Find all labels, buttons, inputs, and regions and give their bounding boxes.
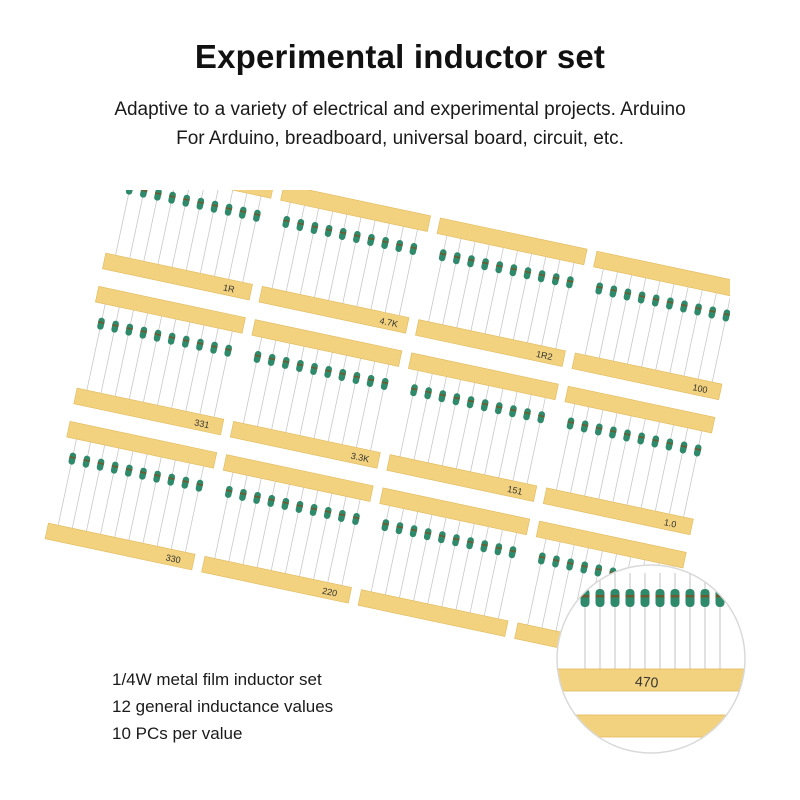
inductor-strip <box>357 487 531 637</box>
inductor-strip: 220 <box>201 454 374 604</box>
tape-value-label: 100 <box>692 382 709 395</box>
zoom-inductor <box>670 589 680 607</box>
product-description: Adaptive to a variety of electrical and … <box>40 95 760 153</box>
inductor-strip: 1R <box>102 190 275 301</box>
inductor-strip: 4.7K <box>258 190 431 334</box>
inductor-strip: 1R2 <box>415 217 588 367</box>
inductor-strip: 330 <box>44 421 218 571</box>
zoom-detail-circle: 470 <box>556 564 746 754</box>
inductor-strip: 100 <box>571 250 730 401</box>
zoom-tape-top <box>557 668 745 692</box>
tape-value-label: 1R2 <box>535 349 553 362</box>
inductor-strip: 151 <box>386 352 559 502</box>
tape-value-label: 1R <box>222 282 236 294</box>
description-line-1: Adaptive to a variety of electrical and … <box>114 99 686 120</box>
description-line-2: For Arduino, breadboard, universal board… <box>176 128 624 149</box>
tape-value-label: 151 <box>507 484 524 497</box>
zoom-tape-bottom <box>557 714 745 738</box>
tape-value-label: 4.7K <box>379 316 399 330</box>
feature-list: 1/4W metal film inductor set 12 general … <box>112 666 333 747</box>
tape-value-label: 220 <box>321 586 338 599</box>
zoom-inductor <box>595 589 605 607</box>
page-title: Experimental inductor set <box>194 38 606 75</box>
feature-item-power: 1/4W metal film inductor set <box>112 670 322 689</box>
zoom-value-label: 470 <box>635 673 660 691</box>
inductor-strip: 331 <box>73 286 246 436</box>
inductor-set-photo: 1R 4.7K 1R2 100 331 3.3K 151 1.0 330 220 <box>44 190 730 670</box>
zoom-inductor <box>610 589 620 607</box>
zoom-inductor <box>625 589 635 607</box>
zoom-inductor <box>685 589 695 607</box>
zoom-circle-border <box>556 564 746 754</box>
feature-item-quantity: 10 PCs per value <box>112 724 243 743</box>
tape-value-label: 1.0 <box>663 517 677 529</box>
tape-value-label: 3.3K <box>350 451 370 465</box>
zoom-inductor <box>700 589 710 607</box>
inductor-strip: 3.3K <box>229 319 403 469</box>
zoom-inductor <box>655 589 665 607</box>
inductor-strip: 1.0 <box>542 385 716 536</box>
feature-item-values: 12 general inductance values <box>112 697 334 716</box>
tape-value-label: 330 <box>165 552 182 565</box>
zoom-inductor <box>640 589 650 607</box>
tape-value-label: 331 <box>194 417 211 430</box>
